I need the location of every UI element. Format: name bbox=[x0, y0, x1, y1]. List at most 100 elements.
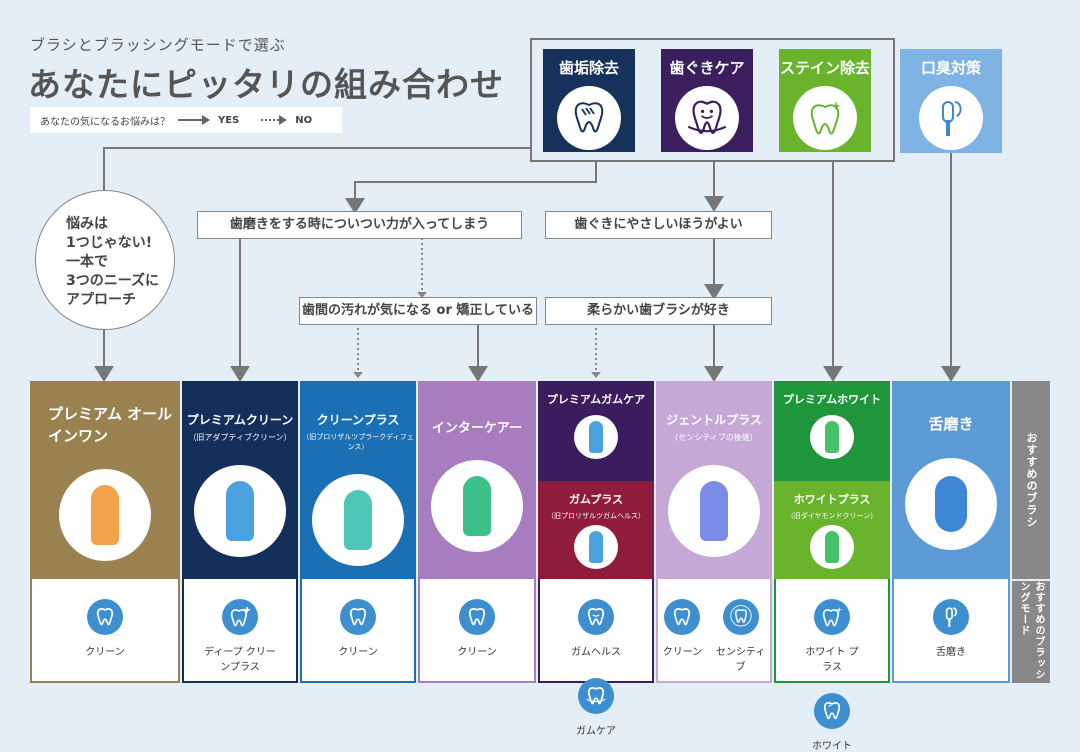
mode-item[interactable]: 舌磨き bbox=[933, 599, 969, 658]
tongue-cleaner-icon bbox=[933, 599, 969, 635]
brush-premium-white[interactable]: プレミアムホワイト ホワイトプラス （旧ダイヤモンドクリーン） bbox=[774, 381, 890, 579]
tooth-icon bbox=[459, 599, 495, 635]
mode-item[interactable]: クリーン bbox=[658, 599, 706, 658]
brush-premium-gumcare[interactable]: プレミアムガムケア ガムプラス （旧プロリザルツガムヘルス） bbox=[538, 381, 654, 579]
brush-tongue[interactable]: 舌磨き bbox=[892, 381, 1010, 579]
legend-no: NO bbox=[295, 114, 313, 126]
brush-subname: （旧プロリザルツプラークディフェンス） bbox=[302, 433, 414, 451]
mode-item[interactable]: ホワイト プラス bbox=[805, 599, 859, 673]
mode-label: センシティブ bbox=[715, 647, 766, 673]
question-force[interactable]: 歯磨きをする時についつい力が入ってしまう bbox=[197, 211, 522, 239]
brush-premium-clean[interactable]: プレミアムクリーン （旧アダプティブクリーン） bbox=[182, 381, 298, 579]
brush-name: 舌磨き bbox=[928, 415, 974, 433]
concern-breath[interactable]: 口臭対策 bbox=[900, 49, 1002, 153]
brush-name: プレミアムガムケア bbox=[546, 393, 646, 406]
brush-name: プレミアムクリーン bbox=[186, 413, 294, 427]
brush-subname: （旧ダイヤモンドクリーン） bbox=[786, 512, 878, 520]
brush-name: プレミアム オールインワン bbox=[48, 405, 173, 445]
brush-head-image bbox=[431, 460, 523, 552]
side-label-mode: おすすめのブラッシングモード bbox=[1012, 581, 1050, 683]
mode-label: クリーン bbox=[457, 647, 497, 658]
mode-item[interactable]: ガムヘルス bbox=[569, 599, 623, 658]
brush-subname: （センシティブの後継） bbox=[670, 433, 758, 442]
mode-label: ディープ クリーンプラス bbox=[204, 647, 276, 673]
tooth-smile-icon bbox=[578, 599, 614, 635]
tooth-plus-icon bbox=[222, 599, 258, 635]
brush-head-image bbox=[574, 525, 618, 569]
mode-label: クリーン bbox=[662, 647, 703, 658]
brush-clean-plus[interactable]: クリーンプラス （旧プロリザルツプラークディフェンス） bbox=[300, 381, 416, 579]
tooth-waves-icon bbox=[722, 599, 759, 635]
side-label-brush: おすすめのブラシ bbox=[1012, 381, 1050, 579]
mode-label: クリーン bbox=[338, 647, 378, 658]
brush-name: クリーンプラス bbox=[316, 413, 400, 427]
circle-line: アプローチ bbox=[66, 292, 136, 308]
flow-connectors bbox=[94, 147, 961, 382]
brush-head-image bbox=[59, 469, 151, 561]
concern-group-frame bbox=[530, 38, 895, 162]
mode-item[interactable]: ディープ クリーンプラス bbox=[200, 599, 280, 673]
mode-label: ガムケア bbox=[576, 726, 616, 737]
page-subtitle: ブラシとブラッシングモードで選ぶ bbox=[30, 36, 286, 54]
brush-subname: （旧アダプティブクリーン） bbox=[188, 433, 292, 442]
tooth-gum-icon bbox=[578, 678, 614, 714]
tooth-sparkle-icon bbox=[793, 86, 857, 150]
concern-plaque[interactable]: 歯垢除去 bbox=[543, 49, 635, 152]
circle-line: 1つじゃない! bbox=[66, 235, 153, 251]
mode-label: 舌磨き bbox=[936, 647, 966, 658]
mode-item[interactable]: クリーン bbox=[338, 599, 378, 658]
gumplus-half[interactable]: ガムプラス （旧プロリザルツガムヘルス） bbox=[538, 481, 654, 579]
legend-yes: YES bbox=[218, 114, 240, 126]
all-in-one-message: 悩みは 1つじゃない! 一本で 3つのニーズに アプローチ bbox=[35, 190, 175, 330]
mode-cell: クリーン bbox=[418, 579, 536, 683]
mode-item[interactable]: クリーン bbox=[85, 599, 125, 658]
white-plus-half[interactable]: ホワイトプラス （旧ダイヤモンドクリーン） bbox=[774, 481, 890, 579]
legend-question: あなたの気になるお悩みは？ bbox=[40, 116, 170, 128]
tooth-shine-icon bbox=[814, 693, 850, 729]
concern-gum[interactable]: 歯ぐきケア bbox=[661, 49, 753, 152]
mode-item[interactable]: クリーン bbox=[457, 599, 497, 658]
yes-arrow-icon bbox=[178, 115, 210, 125]
brush-head-image bbox=[810, 415, 854, 459]
brush-head-image bbox=[668, 465, 760, 557]
brush-subname: （旧プロリザルツガムヘルス） bbox=[547, 512, 645, 520]
mode-cell: クリーン bbox=[30, 579, 180, 683]
brush-head-image bbox=[810, 525, 854, 569]
concern-label: 口臭対策 bbox=[920, 59, 981, 77]
mode-label: ガムヘルス bbox=[571, 647, 621, 658]
question-soft-brush[interactable]: 柔らかい歯ブラシが好き bbox=[545, 297, 772, 325]
premium-white-half: プレミアムホワイト bbox=[774, 381, 890, 481]
brush-name: ホワイトプラス bbox=[793, 493, 871, 506]
question-interdental[interactable]: 歯間の汚れが気になる or 矯正している bbox=[299, 297, 537, 325]
concern-label: 歯垢除去 bbox=[558, 59, 619, 77]
tooth-icon bbox=[664, 599, 701, 635]
circle-line: 悩みは bbox=[66, 216, 108, 232]
brush-name: インターケアー bbox=[431, 421, 523, 436]
page-title: あなたにピッタリの組み合わせ bbox=[28, 65, 504, 104]
concern-stain[interactable]: ステイン除去 bbox=[779, 49, 871, 152]
mode-item[interactable]: ガムケア bbox=[569, 678, 623, 737]
brush-premium-allinone[interactable]: プレミアム オールインワン bbox=[30, 381, 180, 579]
mode-label: クリーン bbox=[85, 647, 125, 658]
tooth-sparkle-icon bbox=[814, 599, 850, 635]
mode-label: ホワイト プラス bbox=[805, 647, 859, 673]
brush-gentle-plus[interactable]: ジェントルプラス （センシティブの後継） bbox=[656, 381, 772, 579]
mode-cell: クリーン センシティブ bbox=[656, 579, 772, 683]
mode-cell: ディープ クリーンプラス bbox=[182, 579, 298, 683]
brush-head-image bbox=[905, 458, 997, 550]
no-arrow-icon bbox=[261, 115, 288, 125]
brush-name: プレミアムホワイト bbox=[782, 393, 882, 406]
circle-line: 3つのニーズに bbox=[66, 273, 160, 289]
question-gentle-gum[interactable]: 歯ぐきにやさしいほうがよい bbox=[545, 211, 772, 239]
mode-label: ホワイト bbox=[812, 741, 852, 752]
brush-intercare[interactable]: インターケアー bbox=[418, 381, 536, 579]
tooth-smile-icon bbox=[675, 86, 739, 150]
brush-head-image bbox=[194, 465, 286, 557]
mode-item[interactable]: センシティブ bbox=[712, 599, 770, 673]
mode-cell: ガムヘルス ガムケア bbox=[538, 579, 654, 737]
tooth-plaque-icon bbox=[557, 86, 621, 150]
legend: あなたの気になるお悩みは？ YES NO bbox=[30, 107, 342, 133]
mode-cell: 舌磨き bbox=[892, 579, 1010, 683]
concern-label: 歯ぐきケア bbox=[669, 59, 745, 77]
mode-item[interactable]: ホワイト bbox=[805, 693, 859, 752]
